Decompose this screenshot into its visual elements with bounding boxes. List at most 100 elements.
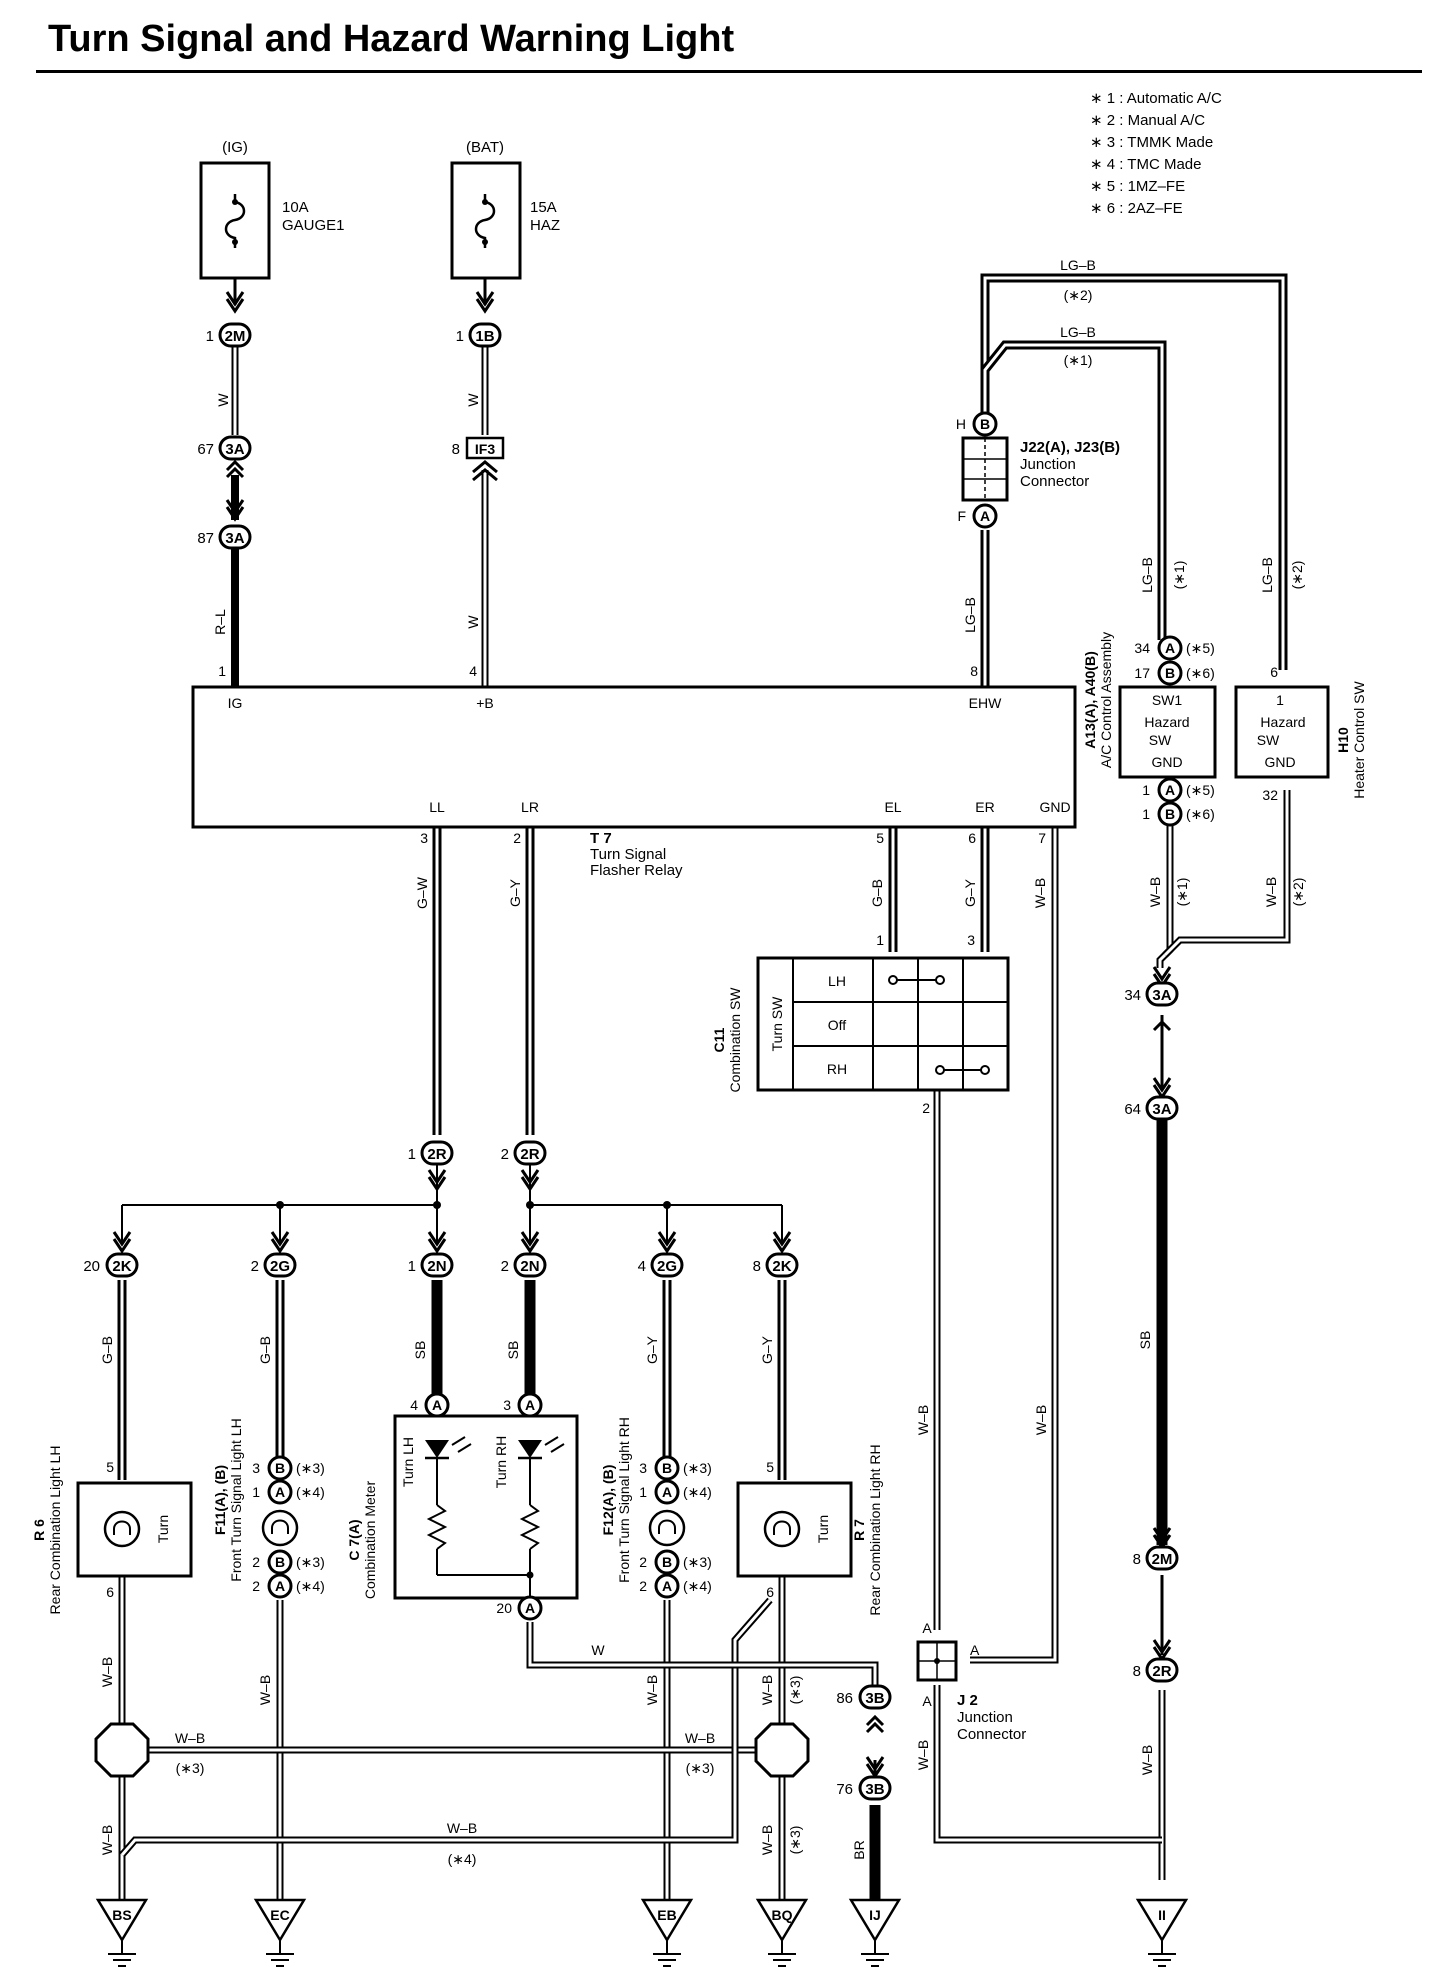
svg-text:20: 20 xyxy=(496,1600,512,1616)
notes-legend: ∗ 1 : Automatic A/C ∗ 2 : Manual A/C ∗ 3… xyxy=(1090,88,1222,220)
svg-text:2: 2 xyxy=(251,1258,259,1275)
combination-meter-c7: A 4 A 3 Turn LH Turn RH A 20 C 7(A) Comb… xyxy=(346,1392,579,1621)
terminal-lr: LR xyxy=(521,799,539,815)
svg-text:67: 67 xyxy=(197,441,214,458)
terminal-gnd: GND xyxy=(1039,799,1070,815)
svg-text:86: 86 xyxy=(836,1690,853,1707)
svg-text:B: B xyxy=(980,416,990,432)
svg-text:BQ: BQ xyxy=(772,1907,793,1923)
svg-text:34: 34 xyxy=(1134,640,1150,656)
svg-text:2G: 2G xyxy=(657,1258,677,1275)
heater-control-sw-h10: 1 Hazard SW GND 6 32 H10 Heater Control … xyxy=(1234,664,1367,803)
svg-text:(∗3): (∗3) xyxy=(296,1460,325,1476)
svg-text:6: 6 xyxy=(1270,664,1278,680)
svg-text:2R: 2R xyxy=(1152,1663,1171,1680)
fuse-haz: (BAT) 15A HAZ xyxy=(450,139,560,280)
wire-label-lgb-1: LG–B xyxy=(1060,324,1096,340)
svg-text:1: 1 xyxy=(456,328,464,345)
svg-text:IF3: IF3 xyxy=(475,441,495,457)
svg-text:5: 5 xyxy=(106,1459,114,1475)
svg-text:5: 5 xyxy=(766,1459,774,1475)
svg-text:GND: GND xyxy=(1151,754,1182,770)
wire-label-wb-relay-gnd: W–B xyxy=(1033,1405,1049,1435)
svg-text:A: A xyxy=(432,1397,442,1413)
svg-text:Off: Off xyxy=(828,1017,847,1033)
terminal-ll: LL xyxy=(429,799,445,815)
svg-text:RH: RH xyxy=(827,1061,847,1077)
svg-text:Rear Combination Light RH: Rear Combination Light RH xyxy=(867,1444,883,1615)
note-mark-wb-h10: (∗2) xyxy=(1290,878,1306,907)
fuse-ig-rating: 10A xyxy=(282,199,309,216)
svg-text:H: H xyxy=(956,416,966,432)
wire-label-wb-frh: W–B xyxy=(644,1675,660,1705)
fuse-ig-source: (IG) xyxy=(222,139,248,156)
svg-text:(∗5): (∗5) xyxy=(1186,640,1215,656)
svg-text:20: 20 xyxy=(83,1258,100,1275)
svg-text:IJ: IJ xyxy=(869,1907,881,1923)
wire-label-w-ig: W xyxy=(215,393,231,407)
fuse-bat-source: (BAT) xyxy=(466,139,504,156)
svg-text:H10: H10 xyxy=(1335,727,1351,753)
svg-text:Turn SW: Turn SW xyxy=(769,996,785,1051)
note-2: ∗ 2 : Manual A/C xyxy=(1090,112,1206,129)
svg-text:8: 8 xyxy=(1133,1663,1141,1680)
svg-text:3A: 3A xyxy=(1152,1101,1171,1118)
wire-label-wb-sw1: W–B xyxy=(1147,877,1163,907)
wire-label-wb-gnd: W–B xyxy=(1032,878,1048,908)
wire-label-wb-rlh: W–B xyxy=(99,1657,115,1687)
svg-text:4: 4 xyxy=(638,1258,646,1275)
note-mark-rrh-3: (∗3) xyxy=(787,1676,803,1705)
relay-id: T 7 xyxy=(590,830,612,847)
terminal-ig: IG xyxy=(228,695,243,711)
svg-text:3B: 3B xyxy=(865,1690,884,1707)
svg-text:A: A xyxy=(525,1397,535,1413)
fuse-bat-rating: 15A xyxy=(530,199,557,216)
wire-label-gy-frh: G–Y xyxy=(644,1335,660,1364)
svg-text:(∗4): (∗4) xyxy=(683,1578,712,1594)
svg-text:2: 2 xyxy=(501,1258,509,1275)
svg-text:B: B xyxy=(1165,806,1175,822)
front-light-rh-f12: B 3 (∗3) A 1 (∗4) B 2 (∗3) A 2 (∗4) F12(… xyxy=(600,1417,712,1599)
svg-text:F12(A), (B): F12(A), (B) xyxy=(600,1465,616,1536)
svg-text:(∗4): (∗4) xyxy=(683,1484,712,1500)
svg-text:3A: 3A xyxy=(225,530,244,547)
wire-label-gb-el: G–B xyxy=(869,879,885,907)
note-mark-lgb-2: (∗2) xyxy=(1064,287,1093,303)
svg-text:3: 3 xyxy=(639,1460,647,1476)
svg-text:R 6: R 6 xyxy=(31,1519,47,1541)
svg-text:2K: 2K xyxy=(112,1258,131,1275)
wire-label-sb-rh: SB xyxy=(505,1341,521,1360)
svg-text:A: A xyxy=(662,1578,672,1594)
svg-text:2: 2 xyxy=(501,1146,509,1163)
svg-text:Junction: Junction xyxy=(1020,456,1076,473)
connector-2R-1: 2R 1 xyxy=(408,1140,454,1166)
svg-text:Connector: Connector xyxy=(1020,473,1089,490)
svg-text:2: 2 xyxy=(252,1554,260,1570)
svg-text:8: 8 xyxy=(1133,1551,1141,1568)
wire-label-w-b: W xyxy=(465,615,481,629)
svg-text:1: 1 xyxy=(252,1484,260,1500)
svg-text:6: 6 xyxy=(106,1584,114,1600)
svg-text:B: B xyxy=(1165,665,1175,681)
ground-bs: BS xyxy=(96,1898,148,1968)
wire-label-w-meter: W xyxy=(591,1642,605,1658)
svg-text:B: B xyxy=(662,1460,672,1476)
note-mark-splice-rh: (∗3) xyxy=(686,1760,715,1776)
pin-gnd-7: 7 xyxy=(1038,830,1046,846)
svg-text:F11(A), (B): F11(A), (B) xyxy=(212,1465,228,1535)
svg-text:SW: SW xyxy=(1149,732,1172,748)
note-mark-lgb-1: (∗1) xyxy=(1064,352,1093,368)
connector-2M-8: 2M 8 xyxy=(1133,1545,1179,1571)
svg-text:Connector: Connector xyxy=(957,1726,1026,1743)
svg-text:3A: 3A xyxy=(1152,987,1171,1004)
svg-text:3: 3 xyxy=(503,1397,511,1413)
svg-text:2G: 2G xyxy=(270,1258,290,1275)
svg-text:87: 87 xyxy=(197,530,214,547)
svg-text:1B: 1B xyxy=(475,328,494,345)
svg-text:A: A xyxy=(662,1484,672,1500)
svg-text:1: 1 xyxy=(408,1146,416,1163)
relay-name2: Flasher Relay xyxy=(590,862,683,879)
pin-ll-3: 3 xyxy=(420,830,428,846)
note-mark-bq: (∗3) xyxy=(787,1826,803,1855)
